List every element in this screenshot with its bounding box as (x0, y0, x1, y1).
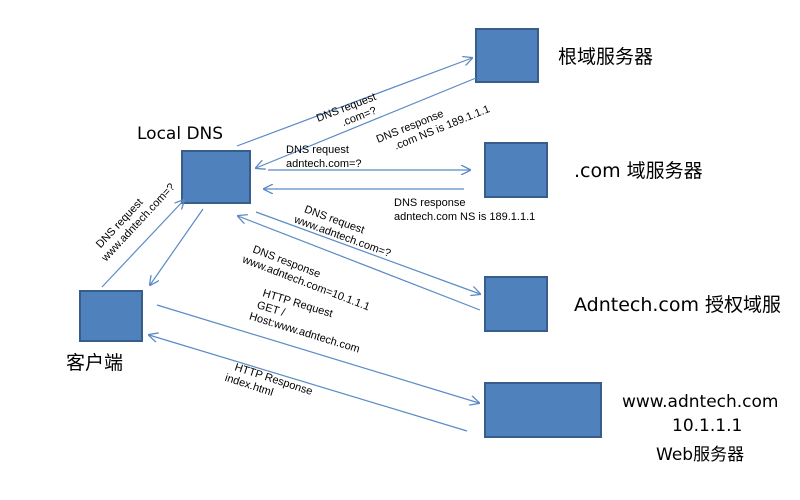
com-request-line1: DNS request (286, 144, 349, 156)
arrow-client-to-web (156, 304, 479, 403)
arrow-auth-to-localdns (238, 216, 481, 311)
com-request-line2: adntech.com=? (286, 158, 362, 170)
web-server-name-label: www.adntech.com (622, 392, 779, 412)
arrow-localdns-to-auth (255, 211, 480, 294)
client-label: 客户端 (66, 352, 124, 374)
client-box (79, 290, 143, 342)
arrow-localdns-to-client (150, 208, 204, 285)
com-server-label: .com 域服务器 (574, 160, 703, 182)
auth-server-label: Adntech.com 授权域服 (574, 294, 782, 316)
com-server-box (484, 142, 548, 198)
arrow-client-to-localdns (101, 200, 184, 288)
local-dns-label: Local DNS (137, 124, 224, 144)
arrow-root-to-localdns (256, 77, 477, 168)
http-request-line3: Host:www.adntech.com (248, 311, 361, 356)
client-request-line2: www.adntech.com=? (99, 181, 178, 264)
label-http-response: HTTP Response index.html (223, 361, 314, 398)
arrow-web-to-client (149, 335, 468, 432)
root-server-box (475, 28, 539, 83)
auth-server-box (484, 276, 548, 332)
arrow-localdns-to-root (236, 58, 472, 147)
com-response-line2: adntech.com NS is 189.1.1.1 (394, 211, 535, 223)
label-client-request: DNS request www.adntech.com=? (94, 181, 178, 264)
web-server-role-label: Web服务器 (656, 445, 745, 465)
label-root-response: DNS response .com NS is 189.1.1.1 (375, 103, 492, 152)
root-server-label: 根域服务器 (558, 46, 654, 68)
web-server-box (484, 382, 602, 438)
com-response-line1: DNS response (394, 197, 466, 209)
local-dns-box (181, 150, 251, 204)
web-server-ip-label: 10.1.1.1 (672, 416, 743, 436)
